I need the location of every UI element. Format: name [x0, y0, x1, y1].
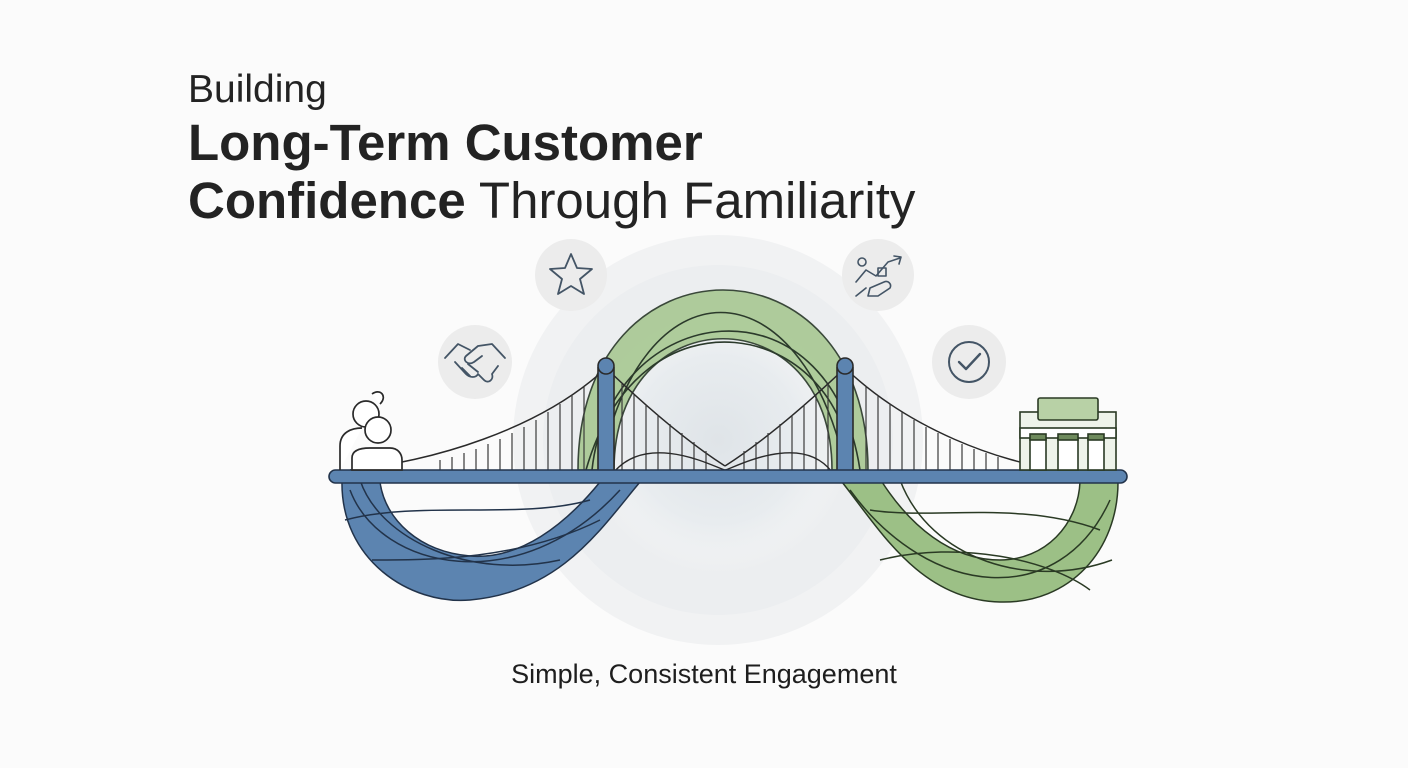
- person-icon: [339, 391, 403, 471]
- checkmark-badge: [932, 325, 1006, 399]
- right-tower: [836, 357, 854, 473]
- title-rest: Through Familiarity: [465, 172, 916, 229]
- title-line-1: Building: [188, 68, 327, 111]
- title-emphasis: Confidence: [188, 172, 466, 229]
- building-icon: [1019, 397, 1117, 471]
- left-loop: [341, 479, 642, 602]
- central-ribbons: [613, 452, 833, 473]
- growth-chart-icon: [855, 255, 902, 297]
- checkmark-icon: [957, 352, 982, 371]
- bridge-deck: [328, 469, 1128, 484]
- checkmark-circle: [948, 341, 990, 383]
- bridge-hangers: [439, 384, 999, 470]
- star-icon: [549, 253, 593, 295]
- left-tower: [597, 357, 615, 473]
- title-block: Building Long-Term Customer Confidence T…: [188, 66, 915, 230]
- star-badge: [535, 239, 607, 311]
- caption: Simple, Consistent Engagement: [511, 659, 897, 689]
- growth-badge: [842, 239, 914, 311]
- right-loop: [840, 479, 1119, 603]
- title-line-3: Confidence Through Familiarity: [188, 172, 915, 230]
- handshake-icon: [444, 343, 506, 383]
- title-line-2: Long-Term Customer: [188, 114, 703, 171]
- handshake-badge: [438, 325, 512, 399]
